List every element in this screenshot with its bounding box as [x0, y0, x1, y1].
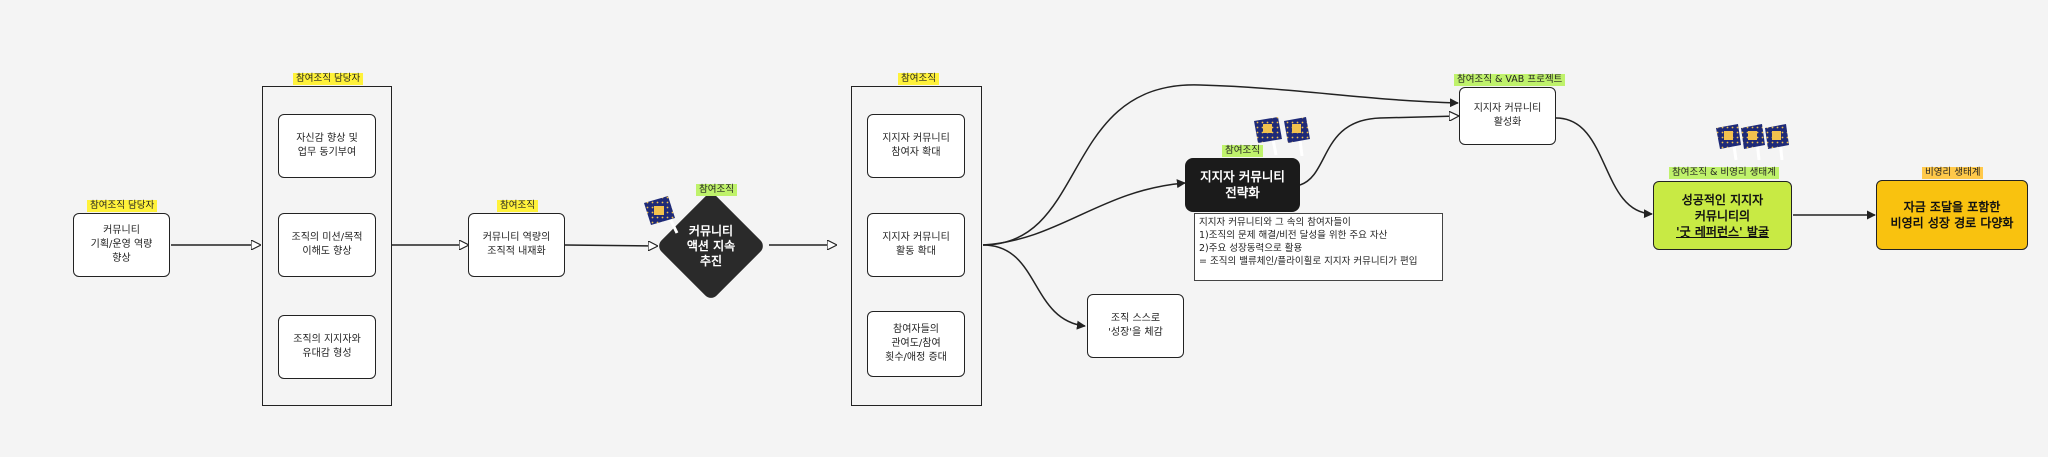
reference-line: 커뮤니티의	[1694, 208, 1751, 223]
internalize-node[interactable]: 커뮤니티 역량의 조직적 내재화	[468, 213, 565, 277]
internalize-tag: 참여조직	[497, 200, 538, 212]
start-node[interactable]: 커뮤니티 기획/운영 역량 향상	[73, 213, 170, 277]
group2-item[interactable]: 참여자들의 관여도/참여 횟수/애정 증대	[867, 311, 965, 377]
strategy-node[interactable]: 지지자 커뮤니티 전략화	[1185, 158, 1300, 212]
diversify-tag: 비영리 생태계	[1922, 167, 1984, 179]
reference-node[interactable]: 성공적인 지지자 커뮤니티의 '굿 레퍼런스' 발굴	[1653, 181, 1792, 250]
reference-line: 성공적인 지지자	[1681, 192, 1764, 207]
edge-group2-growth	[982, 244, 1086, 330]
strategy-note: 지지자 커뮤니티와 그 속의 참여자들이 1)조직의 문제 해결/비전 달성을 …	[1194, 213, 1443, 281]
edge-strategy-activate	[1299, 116, 1458, 186]
group2-item[interactable]: 지지자 커뮤니티 활동 확대	[867, 213, 965, 277]
flag-icon	[644, 196, 679, 234]
group1-container	[262, 86, 392, 406]
strategy-tag: 참여조직	[1222, 145, 1263, 157]
group1-item[interactable]: 조직의 지지자와 유대감 형성	[278, 315, 376, 379]
activate-node[interactable]: 지지자 커뮤니티 활성화	[1459, 87, 1556, 145]
edge-internalize-decision	[564, 245, 657, 246]
decision-tag: 참여조직	[696, 184, 737, 196]
edge-activate-reference	[1555, 117, 1653, 219]
growth-node[interactable]: 조직 스스로 '성장'을 체감	[1087, 294, 1184, 358]
diversify-node[interactable]: 자금 조달을 포함한 비영리 성장 경로 다양화	[1876, 180, 2028, 250]
group2-tag: 참여조직	[898, 73, 939, 85]
start-tag: 참여조직 담당자	[87, 200, 158, 212]
group2-item[interactable]: 지지자 커뮤니티 참여자 확대	[867, 114, 965, 178]
group1-item[interactable]: 조직의 미션/목적 이해도 향상	[278, 213, 376, 277]
group1-tag: 참여조직 담당자	[293, 73, 364, 85]
flag-icon	[1254, 117, 1310, 157]
reference-tag: 참여조직 & 비영리 생태계	[1669, 167, 1779, 179]
reference-highlight: '굿 레퍼런스' 발굴	[1676, 224, 1769, 239]
edge-group2-strategy	[982, 179, 1186, 246]
decision-node[interactable]: 커뮤니티 액션 지속 추진	[686, 223, 736, 268]
activate-tag: 참여조직 & VAB 프로젝트	[1454, 74, 1566, 86]
flag-icon	[1716, 124, 1789, 161]
decision-diamond	[659, 194, 763, 298]
group1-item[interactable]: 자신감 향상 및 업무 동기부여	[278, 114, 376, 178]
group2-container	[851, 86, 982, 406]
edge-group2-activate	[982, 84, 1459, 246]
